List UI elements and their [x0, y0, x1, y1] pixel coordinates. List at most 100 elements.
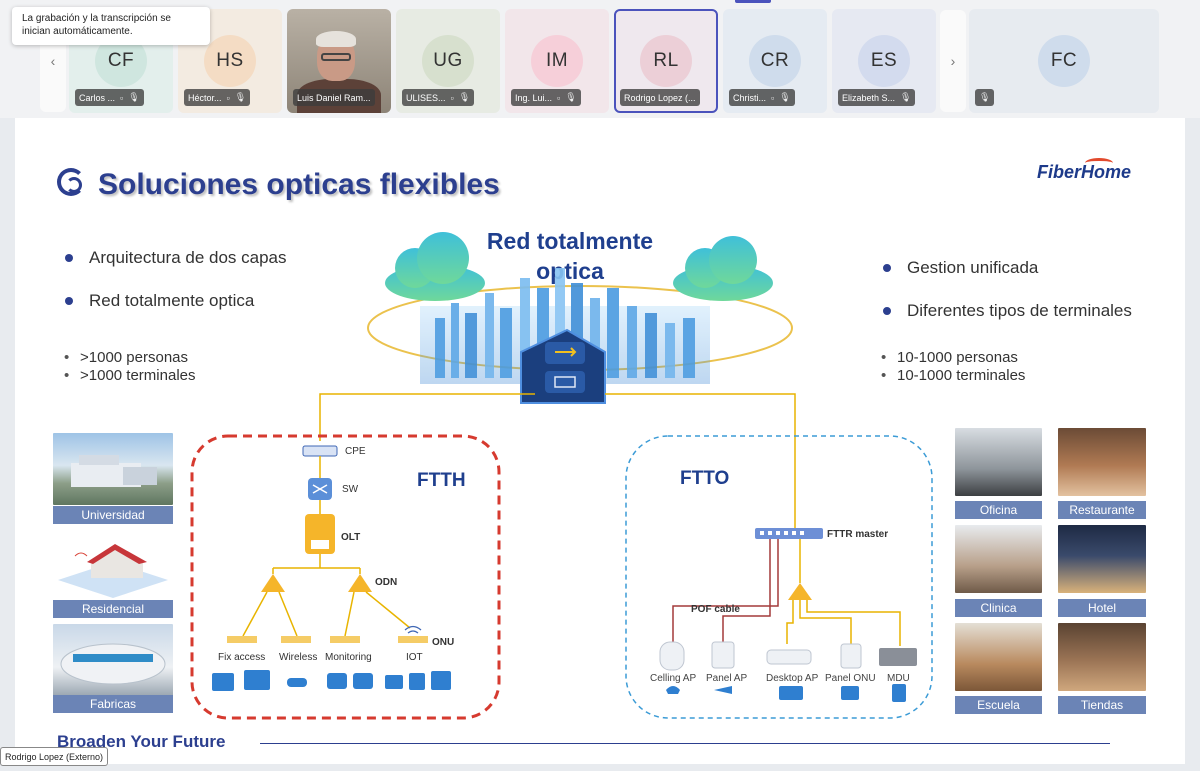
- pof-cable: [722, 539, 771, 642]
- sub-bullet-item: 10-1000 personas: [879, 349, 1025, 367]
- right-sub-list: 10-1000 personas 10-1000 terminales: [879, 349, 1025, 385]
- network-diagram: [190, 232, 933, 720]
- participant-tile[interactable]: FC 🎙: [969, 9, 1159, 113]
- projector-icon: [714, 686, 732, 694]
- bullet-item: Gestion unificada: [879, 258, 1132, 301]
- device-label: Panel ONU: [825, 673, 876, 684]
- splitter-icon: [348, 574, 372, 592]
- onu-icon: [398, 636, 428, 643]
- presenter-name-tag: Rodrigo Lopez (Externo): [0, 747, 109, 766]
- place-caption: Universidad: [53, 506, 173, 524]
- clinic-image: [955, 525, 1042, 593]
- participant-nametag: Héctor... ▫ 🎙: [184, 89, 251, 106]
- sub-bullet-item: >1000 terminales: [62, 367, 196, 385]
- avatar: IM: [531, 35, 583, 87]
- place-caption: Residencial: [53, 600, 173, 618]
- device-label: Celling AP: [650, 673, 697, 684]
- avatar: UG: [422, 35, 474, 87]
- place-caption: Clinica: [955, 599, 1042, 617]
- participant-name: Carlos ...: [79, 92, 116, 103]
- office-image: [955, 428, 1042, 496]
- participant-tile[interactable]: UG ULISES...▫🎙: [396, 9, 500, 113]
- camera-off-icon: ▫: [226, 92, 230, 103]
- avatar: CR: [749, 35, 801, 87]
- participant-tile[interactable]: ES Elizabeth S...🎙: [832, 9, 936, 113]
- participant-nametag: Luis Daniel Ram...: [293, 89, 375, 106]
- mic-muted-icon: 🎙: [234, 92, 247, 102]
- tablet-icon: [892, 684, 906, 702]
- device-label: MDU: [887, 673, 910, 684]
- mdu-icon: [879, 648, 917, 666]
- brand-logo: FiberHome: [1037, 162, 1132, 182]
- fiber-line: [319, 393, 535, 441]
- cloud-right-icon: [673, 236, 773, 301]
- endpoint-label: Wireless: [279, 652, 318, 663]
- participant-tile[interactable]: CR Christi...▫🎙: [723, 9, 827, 113]
- hotel-image: [1058, 525, 1146, 593]
- left-sub-list: >1000 personas >1000 terminales: [62, 349, 196, 385]
- wifi-icon: [404, 625, 422, 634]
- video-person-hair: [316, 31, 356, 47]
- factory-illustration: [60, 643, 166, 685]
- store-image: [1058, 623, 1146, 691]
- brand-swoosh-icon: [1085, 158, 1113, 168]
- ftto-label: FTTO: [680, 468, 730, 489]
- bullet-item: Red totalmente optica: [61, 291, 287, 334]
- fiber-line: [365, 591, 411, 629]
- participant-name: Héctor...: [188, 92, 222, 103]
- title-logo-icon: [57, 168, 85, 196]
- participant-nametag: Rodrigo Lopez (...: [620, 89, 700, 106]
- panel-endpoint-icon: [431, 671, 451, 690]
- university-image: [53, 433, 173, 505]
- tv-icon: [841, 686, 859, 700]
- splitter-icon: [788, 583, 812, 600]
- fttr-master-label: FTTR master: [827, 529, 889, 540]
- participant-nametag: Carlos ...▫🎙: [75, 89, 144, 106]
- onu-label: ONU: [432, 637, 455, 648]
- place-caption: Oficina: [955, 501, 1042, 519]
- phone-icon: [666, 686, 680, 694]
- mic-muted-icon: 🎙: [900, 92, 912, 102]
- chevron-left-icon: ‹: [50, 53, 56, 69]
- participant-tile[interactable]: IM Ing. Lui...▫🎙: [505, 9, 609, 113]
- place-caption: Hotel: [1058, 599, 1146, 617]
- ftth-label: FTTH: [417, 470, 466, 491]
- avatar: HS: [204, 35, 256, 87]
- camera-off-icon: ▫: [450, 92, 454, 103]
- active-tab-indicator: [735, 0, 771, 3]
- participant-strip: La grabación y la transcripción se inici…: [0, 0, 1200, 118]
- mic-muted-icon: 🎙: [565, 92, 577, 102]
- residential-illustration: [58, 544, 168, 598]
- participant-name: Luis Daniel Ram...: [297, 92, 371, 103]
- pof-cable: [672, 539, 779, 642]
- pof-cable-label: POF cable: [691, 604, 740, 615]
- avatar: ES: [858, 35, 910, 87]
- strip-next-button[interactable]: ›: [940, 10, 966, 112]
- participant-tile-speaking[interactable]: RL Rodrigo Lopez (...: [614, 9, 718, 113]
- participant-video-tile[interactable]: Luis Daniel Ram...: [287, 9, 391, 113]
- laptop-icon: [779, 686, 803, 700]
- odn-label: ODN: [375, 577, 398, 588]
- fttr-master-icon: [755, 528, 823, 539]
- laptop-endpoint-icon: [244, 670, 270, 690]
- participant-name: Christi...: [733, 92, 767, 103]
- sub-bullet-item: >1000 personas: [62, 349, 196, 367]
- participant-nametag: Ing. Lui...▫🎙: [511, 89, 581, 106]
- recording-notice: La grabación y la transcripción se inici…: [12, 7, 210, 45]
- shared-slide: Soluciones opticas flexibles FiberHome A…: [15, 118, 1185, 764]
- mic-muted-icon: 🎙: [979, 92, 991, 102]
- cpe-label: CPE: [345, 446, 366, 457]
- bullet-item: Diferentes tipos de terminales: [879, 301, 1132, 335]
- router-endpoint-icon: [287, 678, 307, 687]
- video-person-glasses: [321, 53, 351, 61]
- onu-icon: [227, 636, 257, 643]
- factory-image: [53, 624, 173, 696]
- slide-title: Soluciones opticas flexibles: [98, 168, 500, 201]
- endpoint-label: Monitoring: [325, 652, 372, 663]
- endpoint-label: IOT: [406, 652, 423, 663]
- place-caption: Escuela: [955, 696, 1042, 714]
- celling-ap-icon: [659, 641, 685, 671]
- place-caption: Restaurante: [1058, 501, 1146, 519]
- camera-off-icon: ▫: [771, 92, 775, 103]
